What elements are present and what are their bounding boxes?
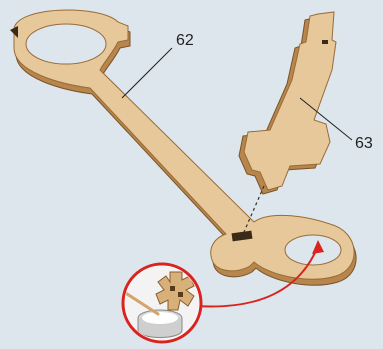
callout-63: 63 <box>355 136 373 152</box>
part-62-large-ring-hole <box>26 24 106 64</box>
leader-line-62 <box>122 48 172 98</box>
part-62-small-ring-hole <box>285 235 341 265</box>
callout-62: 62 <box>176 33 194 49</box>
part-63-cross-piece <box>239 12 336 194</box>
glue-inset <box>122 264 202 344</box>
part-63-face <box>244 12 336 190</box>
